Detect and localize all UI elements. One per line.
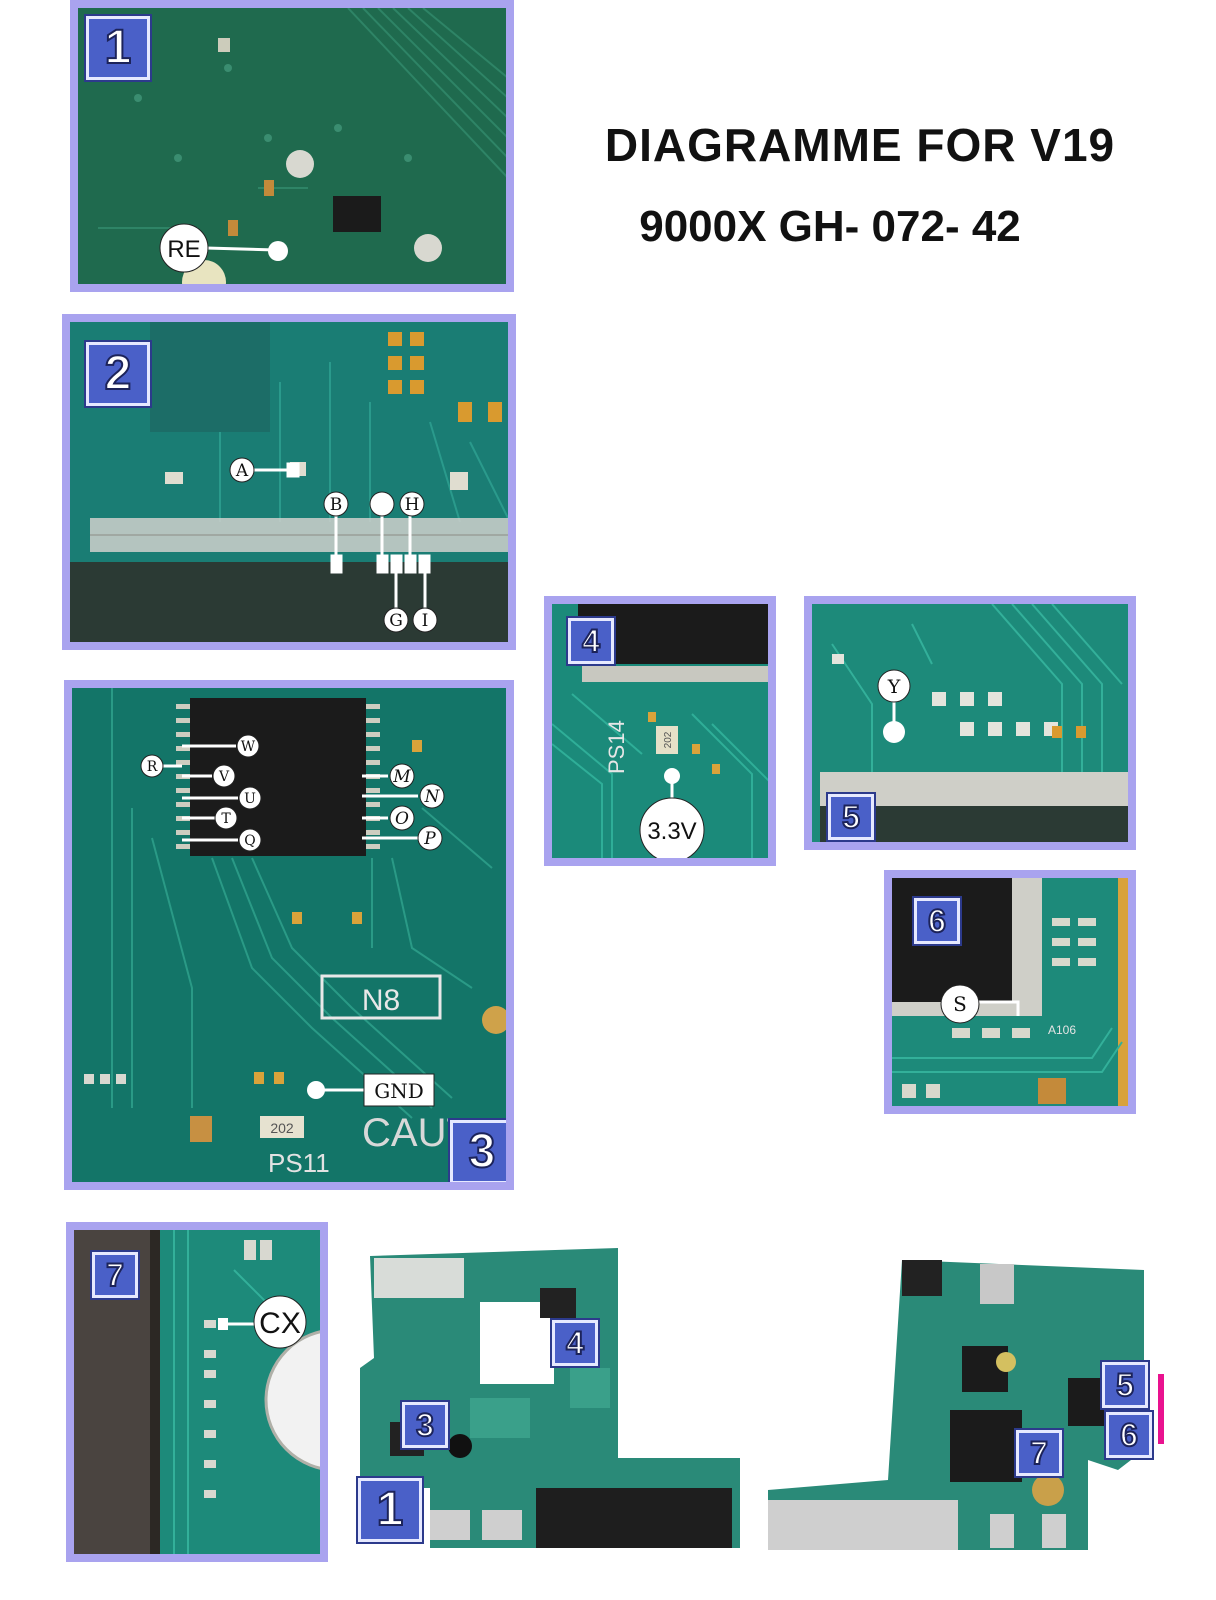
silk-ps14: PS14 <box>604 720 629 774</box>
panel-1: 1 RE <box>70 0 514 292</box>
diagram-subtitle: 9000X GH- 072- 42 <box>639 202 1021 251</box>
silk-n8: N8 <box>362 984 400 1017</box>
panel-2: 2 A B H G I <box>62 314 516 650</box>
panel-number-7: 7 <box>92 1252 138 1298</box>
panel-3: N8 CAUTI 202 PS11 3 W R V U T <box>64 680 514 1190</box>
panel-number-1: 1 <box>86 16 150 80</box>
board-front-marker-3: 3 <box>402 1402 448 1448</box>
silk-202-ps11: 202 <box>270 1120 294 1136</box>
board-front-photo <box>360 1248 740 1548</box>
panel-3-photo: N8 CAUTI 202 PS11 <box>72 688 506 1182</box>
silk-a106: A106 <box>1048 1023 1076 1037</box>
silk-ps11: PS11 <box>268 1148 330 1178</box>
panel-number-2: 2 <box>86 342 150 406</box>
board-back-marker-7: 7 <box>1016 1430 1062 1476</box>
board-front-marker-1: 1 <box>358 1478 422 1542</box>
panel-number-6: 6 <box>914 898 960 944</box>
panel-number-4: 4 <box>568 618 614 664</box>
panel-number-3: 3 <box>450 1120 506 1182</box>
panel-6: A106 6 S <box>884 870 1136 1114</box>
diagram-title: DIAGRAMME FOR V19 <box>604 119 1116 171</box>
board-front-marker-4: 4 <box>552 1320 598 1366</box>
board-back-marker-6: 6 <box>1106 1412 1152 1458</box>
panel-4: 202 PS14 4 3.3V <box>544 596 776 866</box>
board-back: 5 6 7 <box>768 1250 1172 1552</box>
board-back-marker-5: 5 <box>1102 1362 1148 1408</box>
silk-202-ps14: 202 <box>663 731 674 748</box>
board-back-photo <box>768 1260 1164 1550</box>
panel-7: 7 CX <box>66 1222 328 1562</box>
board-front: 4 3 1 <box>350 1248 750 1552</box>
panel-number-5: 5 <box>828 794 874 840</box>
panel-5: 5 Y <box>804 596 1136 850</box>
